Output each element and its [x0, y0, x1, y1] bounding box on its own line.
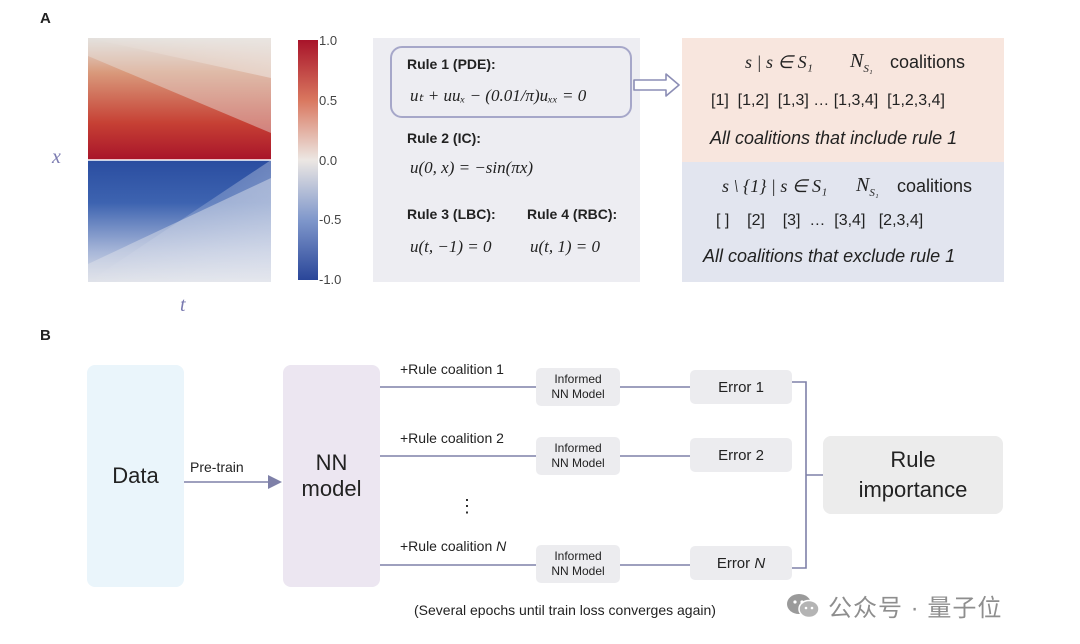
watermark-text: 公众号 · 量子位: [828, 595, 1003, 622]
panel-b-label: B: [40, 327, 51, 344]
panel-a-label: A: [40, 10, 51, 27]
colorbar-tick-label: 0.5: [319, 93, 338, 108]
exclude-note: All coalitions that exclude rule 1: [703, 246, 956, 266]
error-n-box: Error N: [690, 546, 792, 580]
rule1-equation: uₜ + uuₓ − (0.01/π)uₓₓ = 0: [410, 86, 587, 105]
rule2-equation: u(0, x) = −sin(πx): [410, 158, 534, 177]
include-note: All coalitions that include rule 1: [710, 128, 958, 148]
colorbar-tick-label: 0.0: [319, 153, 338, 168]
exclude-set-expression: s \ {1} | s ∈ S₁: [722, 176, 828, 196]
rule4-title: Rule 4 (RBC):: [527, 206, 618, 222]
include-coalitions-panel: [682, 38, 1004, 162]
colorbar-tick-label: -1.0: [319, 272, 342, 287]
rule1-title: Rule 1 (PDE):: [407, 56, 496, 72]
nn-model-line2: model: [301, 476, 362, 501]
error-2-box: Error 2: [690, 438, 792, 472]
rule-coalition-n-label: +Rule coalition N: [400, 538, 507, 554]
include-set-expression: s | s ∈ S₁: [745, 52, 813, 72]
exclude-coalitions-panel: [682, 162, 1004, 282]
colorbar-tick-label: 1.0: [319, 33, 338, 48]
include-coalitions-list: [1] [1,2] [1,3] … [1,3,4] [1,2,3,4]: [711, 92, 945, 109]
colorbar: [298, 40, 318, 280]
rule-coalition-1-label: +Rule coalition 1: [400, 361, 504, 377]
heatmap-x-axis-label: x: [52, 146, 61, 168]
wechat-icon: [787, 593, 820, 618]
rule2-title: Rule 2 (IC):: [407, 130, 481, 146]
include-count-symbol: NS₁: [850, 50, 873, 75]
data-box: Data: [87, 365, 184, 587]
burgers-heatmap: [88, 38, 271, 282]
vertical-ellipsis: ⋮: [458, 496, 476, 516]
pretrain-label: Pre-train: [190, 459, 244, 475]
wechat-watermark: 公众号 · 量子位: [786, 588, 1002, 623]
colorbar-tick-label: -0.5: [319, 212, 342, 227]
error-1-box: Error 1: [690, 370, 792, 404]
rule-coalition-2-label: +Rule coalition 2: [400, 430, 504, 446]
exclude-coalitions-word: coalitions: [897, 176, 973, 196]
rule1-highlight-box: [390, 46, 632, 118]
nn-model-line1: NN: [315, 449, 348, 475]
rule4-equation: u(t, 1) = 0: [530, 237, 601, 256]
rule3-equation: u(t, −1) = 0: [410, 237, 492, 256]
include-coalitions-word: coalitions: [890, 52, 966, 72]
rule3-title: Rule 3 (LBC):: [407, 206, 496, 222]
footer-note: (Several epochs until train loss converg…: [414, 602, 716, 618]
exclude-coalitions-list: [ ] [2] [3] … [3,4] [2,3,4]: [716, 212, 924, 229]
exclude-count-symbol: NS₁: [856, 174, 879, 199]
heatmap-t-axis-label: t: [180, 294, 186, 316]
rule1-to-coalitions-arrow: [633, 73, 680, 97]
